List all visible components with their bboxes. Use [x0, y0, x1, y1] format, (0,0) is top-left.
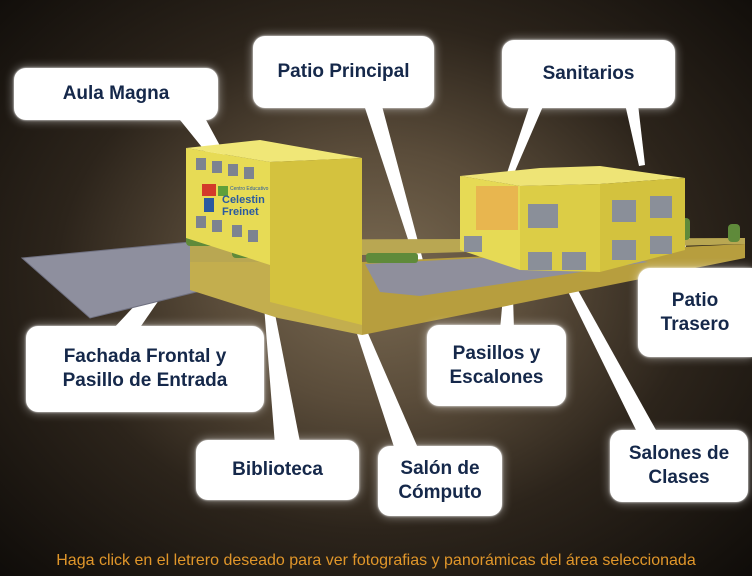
- label-sanitarios[interactable]: Sanitarios: [502, 40, 675, 108]
- label-text-line-1: Pasillos y: [452, 342, 541, 364]
- rear-windows: [464, 196, 672, 270]
- label-text-line-1: Salones de: [628, 443, 730, 464]
- rear-building-roof: [460, 166, 685, 186]
- label-text-line-2: Clases: [648, 467, 710, 488]
- instruction-footer: Haga click en el letrero deseado para ve…: [56, 552, 696, 569]
- sign-line-2: Celestin: [222, 194, 265, 206]
- front-building-side: [270, 158, 362, 325]
- school-logo-sign: Centro Educativo Celestin Freinet: [202, 184, 269, 218]
- label-text: Aula Magna: [62, 83, 170, 104]
- label-text-line-1: Salón de: [400, 458, 480, 479]
- label-salon-computo[interactable]: Salón de Cómputo: [378, 446, 502, 516]
- label-biblioteca[interactable]: Biblioteca: [196, 440, 359, 500]
- label-text-line-2: Pasillo de Entrada: [62, 370, 228, 391]
- label-salones-clases[interactable]: Salones de Clases: [610, 430, 748, 502]
- label-patio-principal[interactable]: Patio Principal: [253, 36, 434, 108]
- label-text: Biblioteca: [232, 459, 323, 480]
- label-text: Patio Principal: [277, 61, 410, 82]
- front-building-roof: [186, 140, 362, 162]
- label-text-line-1: Fachada Frontal y: [63, 346, 227, 367]
- label-text-line-1: Patio: [671, 289, 719, 311]
- label-text-line-2: Cómputo: [398, 482, 482, 503]
- label-patio-trasero[interactable]: Patio Trasero: [638, 268, 752, 357]
- sign-line-3: Freinet: [222, 206, 259, 218]
- label-text-line-2: Trasero: [660, 313, 730, 335]
- label-pasillos-escalones[interactable]: Pasillos y Escalones: [427, 325, 566, 406]
- front-windows: [196, 158, 258, 242]
- rear-building-orange-panel: [476, 186, 518, 230]
- label-aula-magna[interactable]: Aula Magna: [14, 68, 218, 120]
- sign-line-1: Centro Educativo: [230, 186, 269, 192]
- label-fachada-frontal[interactable]: Fachada Frontal y Pasillo de Entrada: [26, 326, 264, 412]
- label-text-line-2: Escalones: [449, 366, 544, 388]
- label-text: Sanitarios: [542, 63, 635, 84]
